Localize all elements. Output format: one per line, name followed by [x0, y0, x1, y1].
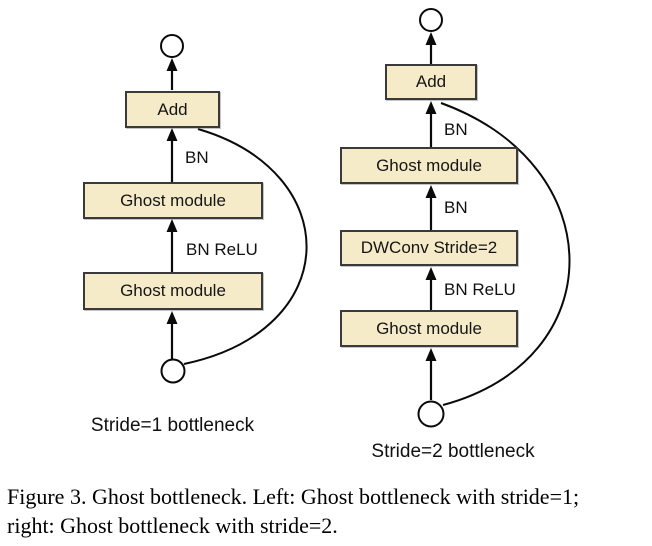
- right-arrow-ghost1-to-add: [425, 101, 437, 147]
- left-arrow-add-to-output: [166, 58, 178, 90]
- left-output-circle: [160, 34, 184, 58]
- right-add-box: Add: [385, 64, 477, 100]
- left-bn-relu-label: BN ReLU: [186, 240, 258, 259]
- figure-caption-line-1: Figure 3. Ghost bottleneck. Left: Ghost …: [7, 484, 580, 509]
- right-bn-relu-label: BN ReLU: [444, 280, 516, 299]
- left-skip-curve: [183, 128, 308, 365]
- left-input-circle: [160, 358, 186, 384]
- left-add-box: Add: [125, 91, 220, 128]
- right-ghost-module-1-box: Ghost module: [340, 147, 518, 184]
- left-bn-label: BN: [185, 148, 209, 167]
- right-arrow-add-to-output: [425, 32, 437, 64]
- left-ghost-module-2-box: Ghost module: [83, 272, 263, 310]
- left-arrow-ghost2-to-ghost1: [166, 219, 178, 272]
- right-arrow-dwconv-to-ghost1: [425, 185, 437, 230]
- right-ghost-module-2-box: Ghost module: [340, 310, 518, 347]
- right-dwconv-box: DWConv Stride=2: [340, 230, 518, 266]
- right-output-circle: [419, 8, 443, 32]
- left-arrow-input-to-ghost2: [166, 311, 178, 359]
- right-input-circle: [417, 400, 445, 428]
- left-arrow-ghost1-to-add: [166, 128, 178, 182]
- left-ghost-module-1-box: Ghost module: [83, 182, 263, 219]
- right-bn-2-label: BN: [444, 198, 468, 217]
- right-skip-curve: [440, 102, 571, 406]
- figure-caption: Figure 3. Ghost bottleneck. Left: Ghost …: [7, 482, 652, 540]
- left-diagram-caption: Stride=1 bottleneck: [90, 415, 255, 436]
- right-diagram-caption: Stride=2 bottleneck: [371, 441, 535, 462]
- figure-caption-line-2: right: Ghost bottleneck with stride=2.: [7, 513, 338, 538]
- right-arrow-ghost2-to-dwconv: [425, 267, 437, 310]
- right-arrow-input-to-ghost2: [425, 348, 437, 400]
- right-bn-1-label: BN: [444, 120, 468, 139]
